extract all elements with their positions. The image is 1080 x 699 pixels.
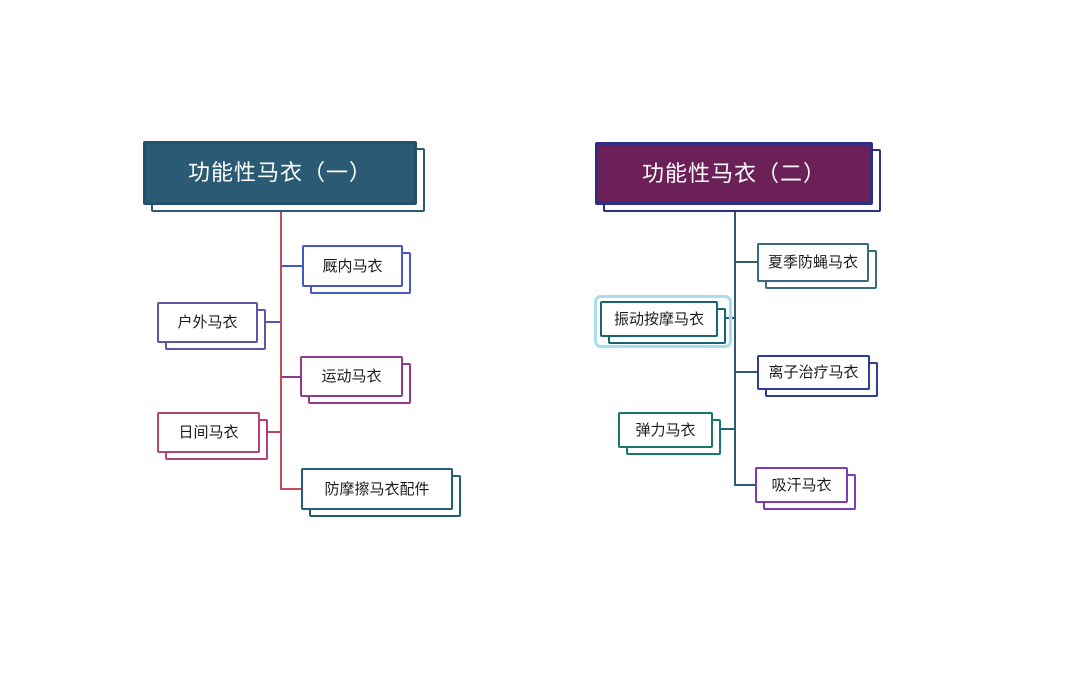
node-stretch-rug: 弹力马衣 (618, 412, 721, 455)
node-stable-rug: 厩内马衣 (302, 245, 411, 294)
node-label: 日间马衣 (178, 424, 239, 441)
child-node-box[interactable]: 厩内马衣 (302, 245, 403, 287)
connector-trunk-right-tree (734, 205, 755, 486)
node-label: 厩内马衣 (322, 257, 383, 275)
node-vibration-massage-rug: 振动按摩马衣 (600, 301, 726, 344)
node-day-rug: 日间马衣 (157, 412, 268, 460)
node-label: 功能性马衣（一） (187, 160, 372, 185)
node-label: 夏季防蝇马衣 (767, 254, 858, 271)
node-label: 离子治疗马衣 (768, 364, 859, 381)
child-node-box[interactable]: 日间马衣 (157, 412, 260, 453)
node-label: 弹力马衣 (635, 421, 696, 439)
node-outdoor-rug: 户外马衣 (157, 302, 266, 350)
node-label: 运动马衣 (321, 368, 382, 385)
node-label: 振动按摩马衣 (613, 310, 704, 328)
node-label: 功能性马衣（二） (641, 160, 826, 186)
node-anti-rub-rug-accessories: 防摩擦马衣配件 (301, 468, 461, 517)
node-exercise-rug: 运动马衣 (300, 356, 411, 404)
node-label: 防摩擦马衣配件 (324, 480, 430, 498)
node-functional-rug-two: 功能性马衣（二） (595, 142, 881, 212)
child-node-box[interactable]: 夏季防蝇马衣 (757, 243, 869, 282)
child-node-box[interactable]: 运动马衣 (300, 356, 403, 397)
node-label: 户外马衣 (177, 314, 238, 331)
node-summer-fly-rug: 夏季防蝇马衣 (757, 243, 877, 289)
child-node-box[interactable]: 防摩擦马衣配件 (301, 468, 453, 510)
node-label: 吸汗马衣 (771, 476, 832, 494)
root-node-box[interactable]: 功能性马衣（二） (595, 142, 873, 205)
child-node-box[interactable]: 户外马衣 (157, 302, 258, 343)
node-ion-therapy-rug: 离子治疗马衣 (757, 355, 878, 397)
child-node-box[interactable]: 离子治疗马衣 (757, 355, 870, 390)
node-sweat-wicking-rug: 吸汗马衣 (755, 467, 856, 510)
child-node-box[interactable]: 吸汗马衣 (755, 467, 848, 503)
node-functional-rug-one: 功能性马衣（一） (143, 141, 425, 212)
child-node-box-selected[interactable]: 振动按摩马衣 (600, 301, 718, 337)
root-node-box[interactable]: 功能性马衣（一） (143, 141, 417, 205)
child-node-box[interactable]: 弹力马衣 (618, 412, 713, 448)
connector-trunk-left-tree (280, 205, 301, 490)
